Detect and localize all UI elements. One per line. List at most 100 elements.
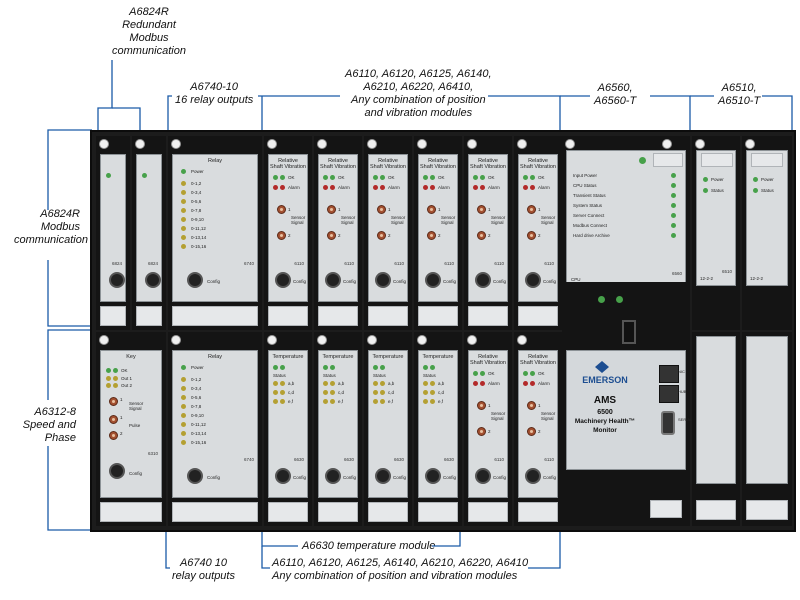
hub-label: HUB: [678, 389, 687, 394]
config-port-icon[interactable]: [145, 272, 161, 288]
relay-channel-label: 0-13,14: [191, 235, 207, 240]
module-number: 6824: [147, 261, 158, 266]
bnc-connector-icon[interactable]: [377, 231, 386, 240]
module-number: 6740: [243, 261, 254, 266]
bnc-connector-icon[interactable]: [327, 231, 336, 240]
cpu-indicator-led: [639, 157, 646, 164]
module-tag: [368, 306, 408, 326]
config-port-icon[interactable]: [109, 272, 125, 288]
channel-label: c,d: [388, 390, 395, 395]
channel-label: e,f: [438, 399, 444, 404]
monitor-faceplate: EMERSON AMS 6500 Machinery Health™ Monit…: [566, 350, 692, 470]
bnc-connector-icon[interactable]: [109, 431, 118, 440]
module-number: 6310: [147, 451, 158, 456]
bnc-connector-icon[interactable]: [527, 205, 536, 214]
status-label: Status: [373, 373, 386, 378]
status-led: [753, 188, 758, 193]
leader-a6740-top: [167, 95, 172, 130]
config-label: Config: [207, 279, 221, 284]
brand-name: EMERSON: [582, 375, 628, 385]
channel-label: e,f: [388, 399, 394, 404]
leader-a6740-bottom: [165, 532, 170, 569]
callout-a6630-bottom: A6630 temperature module: [302, 540, 436, 552]
config-port-icon[interactable]: [475, 468, 491, 484]
relay-led: [181, 181, 186, 186]
alarm-led: [480, 185, 485, 190]
bnc-connector-icon[interactable]: [527, 427, 536, 436]
bnc-connector-icon[interactable]: [277, 231, 286, 240]
module-tag: [746, 500, 788, 520]
config-port-icon[interactable]: [275, 272, 291, 288]
bnc-connector-icon[interactable]: [327, 205, 336, 214]
bnc-connector-icon[interactable]: [109, 397, 118, 406]
bnc-connector-icon[interactable]: [377, 205, 386, 214]
bnc-connector-icon[interactable]: [427, 205, 436, 214]
channel-label: 2: [338, 233, 341, 238]
screw-icon: [417, 335, 427, 345]
nic-port-icon[interactable]: [659, 365, 679, 383]
channel-led: [330, 381, 335, 386]
status-led: [423, 365, 428, 370]
module-tag: [100, 306, 126, 326]
config-port-icon[interactable]: [525, 272, 541, 288]
bnc-connector-icon[interactable]: [477, 427, 486, 436]
config-port-icon[interactable]: [425, 468, 441, 484]
leader-a6312-b: [47, 446, 92, 531]
module-tag: [318, 502, 358, 522]
rocker-switch-icon[interactable]: [622, 320, 636, 344]
bnc-connector-icon[interactable]: [477, 205, 486, 214]
config-port-icon[interactable]: [325, 468, 341, 484]
config-port-icon[interactable]: [275, 468, 291, 484]
power-label: Power: [191, 169, 204, 174]
hub-port-icon[interactable]: [659, 385, 679, 403]
bnc-connector-icon[interactable]: [109, 415, 118, 424]
module-number: 6630: [343, 457, 354, 462]
screw-icon: [135, 139, 145, 149]
bnc-connector-icon[interactable]: [527, 401, 536, 410]
config-port-icon[interactable]: [425, 272, 441, 288]
alarm-led: [380, 185, 385, 190]
bnc-connector-icon[interactable]: [527, 231, 536, 240]
out2-led: [106, 383, 111, 388]
channel-led: [323, 399, 328, 404]
config-port-icon[interactable]: [475, 272, 491, 288]
alarm-label: Alarm: [538, 381, 550, 386]
config-port-icon[interactable]: [325, 272, 341, 288]
serial-port-icon[interactable]: [661, 411, 675, 435]
screw-icon: [99, 335, 109, 345]
relay-led: [181, 404, 186, 409]
bnc-connector-icon[interactable]: [277, 205, 286, 214]
config-port-icon[interactable]: [375, 468, 391, 484]
screw-icon: [367, 139, 377, 149]
config-port-icon[interactable]: [187, 272, 203, 288]
module-tag: [468, 502, 508, 522]
config-port-icon[interactable]: [375, 272, 391, 288]
config-port-icon[interactable]: [109, 463, 125, 479]
module-title: Relative Shaft Vibration: [470, 354, 506, 366]
faceplate: Power Status 12-2-2: [746, 150, 788, 286]
serial-label: SERIAL: [678, 417, 693, 422]
channel-led: [380, 390, 385, 395]
relay-led: [181, 190, 186, 195]
module-tag: [368, 502, 408, 522]
ok-led: [530, 175, 535, 180]
status-led: [380, 365, 385, 370]
bnc-connector-icon[interactable]: [427, 231, 436, 240]
channel-label: 2: [538, 429, 541, 434]
leader-a6630: [261, 532, 298, 547]
supply-code: 12-2-2: [700, 276, 714, 281]
bnc-connector-icon[interactable]: [477, 401, 486, 410]
alarm-led: [530, 185, 535, 190]
config-port-icon[interactable]: [187, 468, 203, 484]
bnc-connector-icon[interactable]: [477, 231, 486, 240]
config-port-icon[interactable]: [525, 468, 541, 484]
alarm-led: [480, 381, 485, 386]
indicator-led: [616, 296, 623, 303]
status-led: [273, 365, 278, 370]
